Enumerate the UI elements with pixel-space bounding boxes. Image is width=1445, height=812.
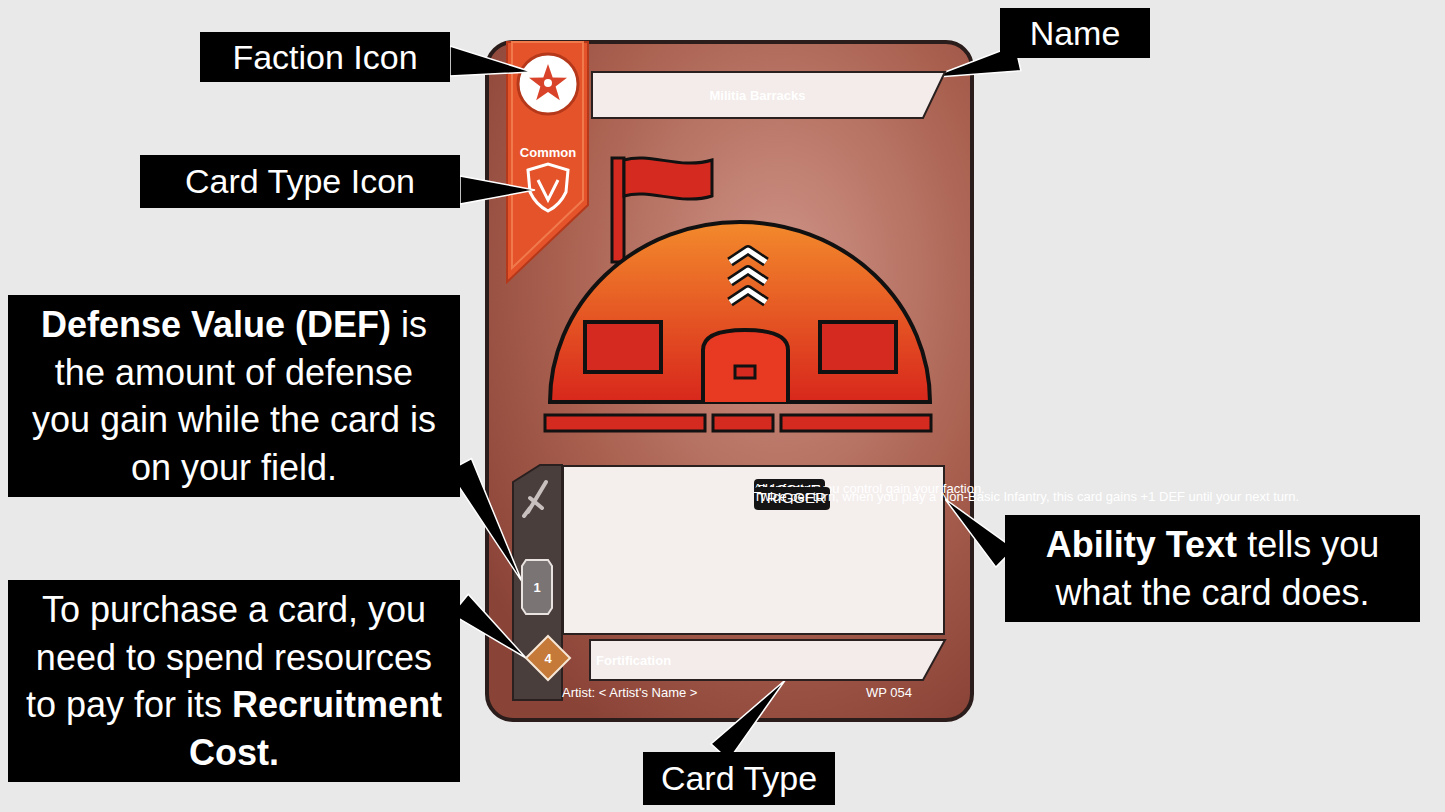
card-type-icon <box>528 164 568 211</box>
callout-box: To purchase a card, you need to spend re… <box>8 580 460 782</box>
illustration-part <box>730 250 766 302</box>
callout-box: Ability Texttells you what the card does… <box>1005 515 1420 622</box>
callout-box: Name <box>1000 8 1150 58</box>
callout-pointer <box>460 176 535 204</box>
callout-text: Card Type Icon <box>185 159 415 204</box>
callout-text: Faction Icon <box>232 35 417 80</box>
callout-text: Ability Text <box>1046 524 1237 565</box>
base-bar <box>713 415 773 431</box>
flag <box>624 158 712 199</box>
rank-chevrons <box>730 250 766 302</box>
card-banner: Militia Barracks <box>592 72 945 118</box>
faction-star <box>529 64 567 100</box>
base-bar <box>781 415 931 431</box>
callout-pointer <box>452 594 526 658</box>
rarity-text: Common <box>520 145 576 160</box>
callout-text: Defense Value (DEF) <box>41 304 391 345</box>
callout-pointer <box>450 46 532 76</box>
card-label: Militia Barracks <box>709 88 805 103</box>
faction-icon <box>518 54 578 114</box>
ability-text: Twice per turn, when you play a Non-Basi… <box>754 487 1300 507</box>
card-body <box>487 42 972 720</box>
rarity-ribbon <box>507 42 588 282</box>
node-outline-shape <box>522 560 552 614</box>
callout-pointer <box>711 680 785 760</box>
callout-text: Card Type <box>661 756 817 801</box>
callout-text: Recruitment Cost. <box>189 684 442 773</box>
barracks-dome <box>550 222 930 402</box>
callout-box: Card Type Icon <box>140 155 460 208</box>
callout-text: Name <box>1030 11 1121 56</box>
base-bar <box>545 415 705 431</box>
node-outline-shape <box>526 636 570 680</box>
card-label: Fortification <box>596 653 671 668</box>
ability-box: PASSIVEAll Infantry you control gain you… <box>562 465 945 635</box>
callout-box: Defense Value (DEF)is the amount of defe… <box>8 295 460 497</box>
illustration-part <box>730 250 766 302</box>
callout-box: Faction Icon <box>200 32 450 82</box>
def-badge: 1 <box>522 560 552 614</box>
node-outline-shape <box>592 72 945 118</box>
def-value: 1 <box>533 580 540 595</box>
door-plate <box>735 366 755 378</box>
flag-pole <box>612 158 624 262</box>
callout-box: Card Type <box>643 752 835 805</box>
door <box>703 330 788 402</box>
faction-star-core <box>544 79 552 87</box>
node-outline-shape <box>590 640 945 680</box>
cost-value: 4 <box>544 651 551 666</box>
callout-pointer <box>945 499 1014 567</box>
artist-credit: Artist: < Artist's Name > <box>562 685 697 700</box>
card-type-icon-mark <box>538 180 558 200</box>
cost-badge: 4 <box>526 636 570 680</box>
card-frame: Militia BarracksCommonPASSIVEAll Infantr… <box>487 42 972 720</box>
sword-icon <box>524 482 546 516</box>
card-number: WP 054 <box>866 685 912 700</box>
ribbon-trim <box>512 42 583 268</box>
rarity-label: Common <box>509 140 587 164</box>
window <box>585 322 661 372</box>
card-banner: Fortification <box>590 640 945 680</box>
window <box>820 322 896 372</box>
